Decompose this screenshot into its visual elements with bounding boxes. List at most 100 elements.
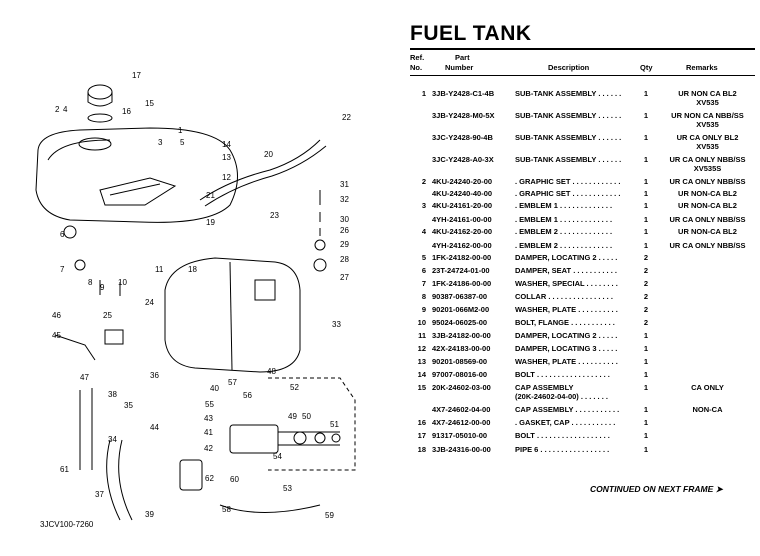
ref-cell: 4 [421, 227, 426, 236]
ref-cell: 1 [421, 89, 426, 98]
callout-16: 16 [122, 107, 131, 116]
qty-cell: 1 [643, 89, 649, 98]
ref-cell: 6 [421, 266, 426, 275]
part-number-cell: 3JC-Y2428-A0-3X [432, 155, 494, 164]
callout-39: 39 [145, 510, 154, 519]
part-number-cell: 3JC-Y2428-90-4B [432, 133, 493, 142]
callout-33: 33 [332, 320, 341, 329]
tank-emblem-shape [99, 177, 177, 206]
remarks-cell: CA ONLY [691, 383, 724, 392]
callout-7: 7 [60, 265, 65, 274]
ref-cell: 10 [417, 318, 426, 327]
ref-cell: 7 [421, 279, 426, 288]
callout-59: 59 [325, 511, 334, 520]
part-number-cell: 20K-24602-03-00 [432, 383, 491, 392]
part-number-cell: 3JB-24182-00-00 [432, 331, 491, 340]
header-remarks: Remarks [686, 63, 718, 72]
qty-cell: 1 [643, 133, 649, 142]
description-cell: . GRAPHIC SET . . . . . . . . . . . . [515, 177, 621, 186]
title-rule [410, 48, 755, 50]
ref-cell: 13 [417, 357, 426, 366]
qty-cell: 1 [643, 405, 649, 414]
qty-cell: 1 [643, 215, 649, 224]
qty-cell: 2 [643, 253, 649, 262]
callout-51: 51 [330, 420, 339, 429]
remarks-cell: UR CA ONLY NBB/SS [669, 241, 746, 250]
callout-13: 13 [222, 153, 231, 162]
remarks-cell: UR NON-CA BL2 [678, 201, 737, 210]
remarks-cell: NON-CA [692, 405, 723, 414]
description-cell: DAMPER, LOCATING 3 . . . . . [515, 344, 618, 353]
part-number-cell: 4KU-24162-20-00 [432, 227, 493, 236]
callout-6: 6 [60, 230, 65, 239]
callout-30: 30 [340, 215, 349, 224]
description-cell: BOLT . . . . . . . . . . . . . . . . . . [515, 431, 610, 440]
description-cell: BOLT . . . . . . . . . . . . . . . . . . [515, 370, 610, 379]
callout-10: 10 [118, 278, 127, 287]
qty-cell: 1 [643, 383, 649, 392]
callout-23: 23 [270, 211, 279, 220]
callout-14: 14 [222, 140, 231, 149]
callout-24: 24 [145, 298, 154, 307]
ref-cell: 15 [417, 383, 426, 392]
part-number-cell: 4X7-24612-00-00 [432, 418, 491, 427]
callout-3: 3 [158, 138, 163, 147]
callout-48: 48 [267, 367, 276, 376]
ref-cell: 11 [418, 331, 426, 340]
callout-17: 17 [132, 71, 141, 80]
header-ref-1: Ref. [410, 53, 425, 62]
callout-47: 47 [80, 373, 89, 382]
remarks-cell: UR CA ONLY NBB/SS [669, 177, 746, 186]
page-title: FUEL TANK [410, 22, 532, 45]
part-number-cell: 95024-06025-00 [432, 318, 488, 327]
callout-32: 32 [340, 195, 349, 204]
continued-note: CONTINUED ON NEXT FRAME ➤ [590, 484, 723, 494]
callout-36: 36 [150, 371, 159, 380]
part-number-cell: 97007-08016-00 [432, 370, 488, 379]
part-number-cell: 90201-066M2-00 [432, 305, 490, 314]
part-number-cell: 90201-08569-00 [432, 357, 488, 366]
callout-58: 58 [222, 505, 231, 514]
header-rule [410, 75, 755, 76]
callout-37: 37 [95, 490, 104, 499]
callout-numbers: 1234567891011121314151617181920212223242… [52, 71, 351, 520]
description-cell: SUB-TANK ASSEMBLY . . . . . . [515, 111, 622, 120]
diagram-code: 3JCV100-7260 [40, 520, 94, 529]
callout-19: 19 [206, 218, 215, 227]
callout-20: 20 [264, 150, 273, 159]
remarks-cell: UR CA ONLY NBB/SS [669, 215, 746, 224]
qty-cell: 1 [643, 241, 649, 250]
description-cell: DAMPER, SEAT . . . . . . . . . . . [515, 266, 617, 275]
remarks-cell-line2: XV535 [696, 142, 719, 151]
fuel-cap-shape [87, 84, 113, 100]
callout-9: 9 [100, 283, 105, 292]
remarks-cell: UR NON CA BL2 [678, 89, 737, 98]
description-cell: PIPE 6 . . . . . . . . . . . . . . . . . [515, 445, 610, 454]
description-cell: COLLAR . . . . . . . . . . . . . . . . [515, 292, 613, 301]
callout-28: 28 [340, 255, 349, 264]
part-number-cell: 4KU-24240-20-00 [432, 177, 493, 186]
qty-cell: 1 [643, 111, 649, 120]
qty-cell: 2 [643, 279, 649, 288]
ref-cell: 12 [417, 344, 426, 353]
qty-cell: 1 [643, 331, 649, 340]
sub-tank-shape [35, 127, 238, 223]
qty-cell: 2 [643, 305, 649, 314]
pump-assembly-shape [229, 424, 279, 454]
remarks-cell: UR NON-CA BL2 [678, 189, 737, 198]
part-number-cell: 3JB-Y2428-M0-5X [432, 111, 495, 120]
callout-50: 50 [302, 412, 311, 421]
callout-5: 5 [180, 138, 185, 147]
header-description: Description [548, 63, 590, 72]
callout-40: 40 [210, 384, 219, 393]
callout-31: 31 [340, 180, 349, 189]
part-number-cell: 3JB-Y2428-C1-4B [432, 89, 495, 98]
callout-12: 12 [222, 173, 231, 182]
part-number-cell: 91317-05010-00 [432, 431, 488, 440]
callout-34: 34 [108, 435, 117, 444]
callout-46: 46 [52, 311, 61, 320]
qty-cell: 1 [643, 177, 649, 186]
callout-4: 4 [63, 105, 68, 114]
callout-29: 29 [340, 240, 349, 249]
remarks-cell: UR CA ONLY BL2 [676, 133, 739, 142]
